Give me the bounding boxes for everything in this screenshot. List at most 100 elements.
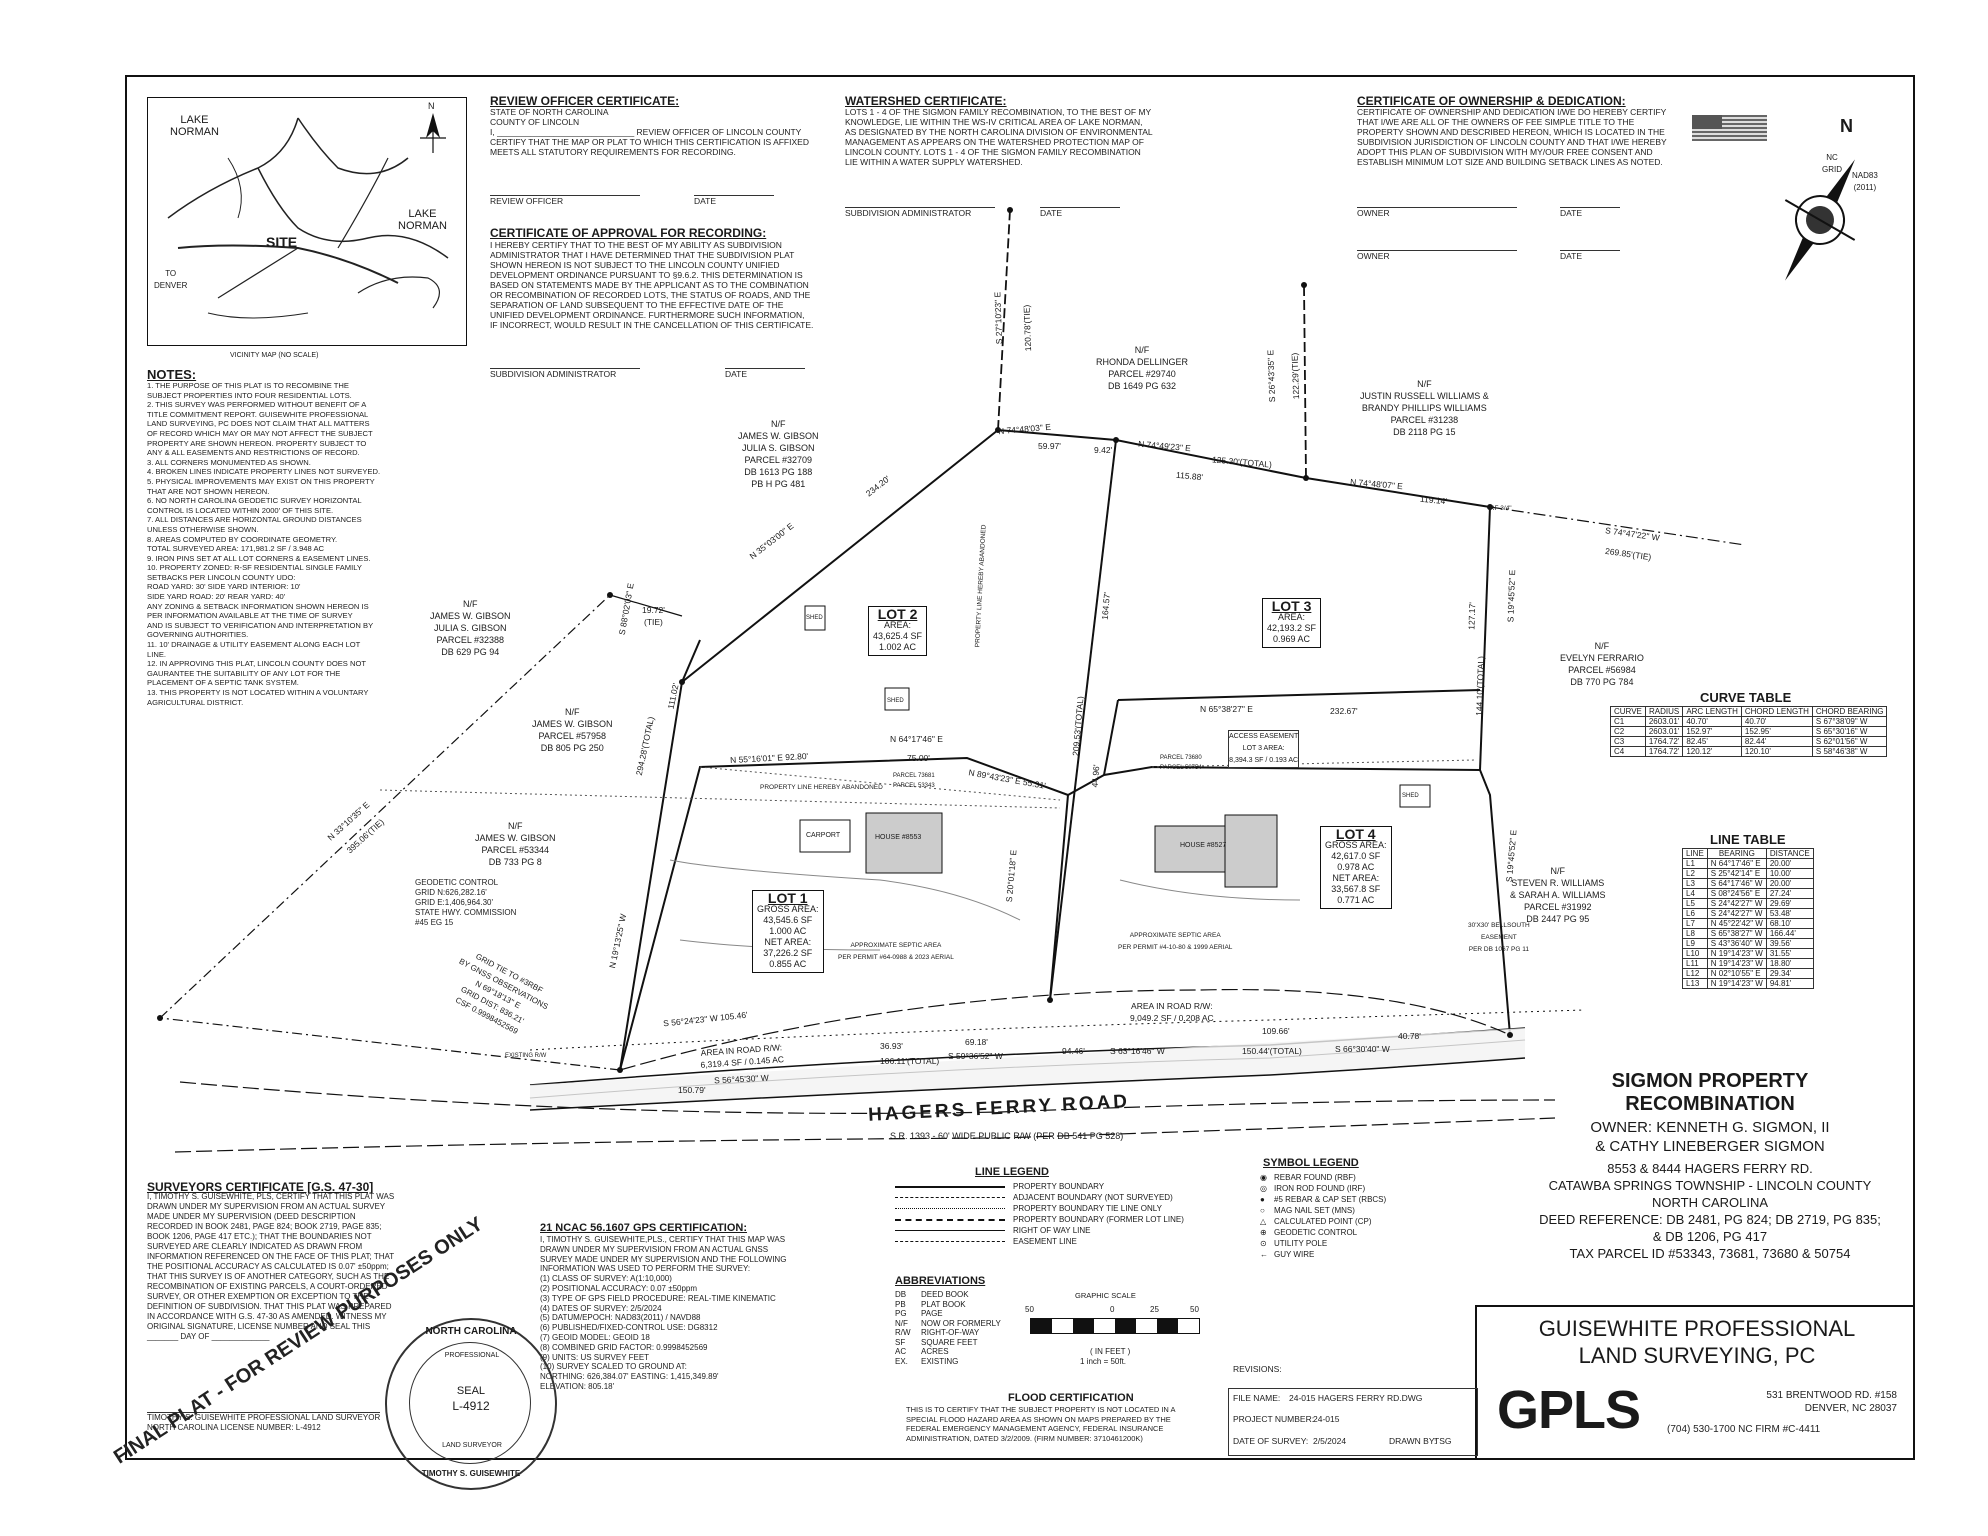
distance-label: 75.00' — [907, 753, 930, 763]
symbol-legend-label: CALCULATED POINT (CP) — [1274, 1217, 1372, 1226]
abbreviation-meaning: ACRES — [921, 1347, 949, 1356]
bellsouth-easement: 30'X30' BELLSOUTH EASEMENT PER DB 1067 P… — [1468, 922, 1530, 953]
nc-grid-label: NC GRID — [1822, 153, 1842, 174]
line-table-cell: S 65°38'27" W — [1706, 928, 1767, 939]
parcel-73680: PARCEL 73680 — [1160, 755, 1202, 761]
lot-1-area: GROSS AREA: 43,545.6 SF 1.000 AC NET ARE… — [757, 904, 819, 969]
curve-table-cell: 2603.01' — [1644, 726, 1684, 737]
neighbor-gibson-32709: N/F JAMES W. GIBSON JULIA S. GIBSON PARC… — [738, 419, 819, 489]
symbol-legend-item: ⊕GEODETIC CONTROL — [1260, 1228, 1357, 1237]
lake-norman-label-1: LAKE NORMAN — [170, 114, 219, 138]
neighbor-gibson-53344: N/F JAMES W. GIBSON PARCEL #53344 DB 733… — [475, 821, 556, 867]
lot-2-area: AREA: 43,625.4 SF 1.002 AC — [873, 620, 923, 652]
distance-label: 44.96' — [1089, 764, 1102, 788]
shed-label: SHED — [887, 698, 904, 704]
flag-icon — [1692, 115, 1767, 141]
firm-name: GUISEWHITE PROFESSIONAL LAND SURVEYING, … — [1538, 1316, 1856, 1368]
line-swatch-icon — [895, 1230, 1005, 1232]
symbol-icon: ← — [1260, 1250, 1268, 1259]
abbreviation-code: EX. — [895, 1356, 908, 1366]
revisions-label: REVISIONS: — [1233, 1364, 1282, 1374]
date-of-survey-label: DATE OF SURVEY: — [1233, 1436, 1309, 1446]
drawn-by-label: DRAWN BY: — [1389, 1436, 1437, 1446]
file-info-block: FILE NAME: 24-015 HAGERS FERRY RD.DWG PR… — [1228, 1388, 1478, 1456]
distance-label: 59.97' — [1038, 441, 1061, 451]
line-table-cell: 27.24' — [1765, 888, 1814, 899]
symbol-legend-item: ← GUY WIRE — [1260, 1250, 1314, 1259]
line-table-cell: 94.81' — [1765, 978, 1814, 989]
abbreviation-code: PG — [895, 1309, 907, 1318]
surveyor-seal: NORTH CAROLINA PROFESSIONAL SEAL L-4912 … — [385, 1318, 557, 1490]
abbreviation-meaning: DEED BOOK — [921, 1290, 969, 1299]
curve-table-header: CHORD LENGTH — [1740, 706, 1813, 717]
vicinity-map: LAKE NORMAN LAKE NORMAN SITE TO DENVER N — [147, 97, 467, 346]
graphic-scale-bar — [1030, 1318, 1200, 1334]
seal-state: NORTH CAROLINA — [425, 1326, 517, 1337]
abbreviation-meaning: PLAT BOOK — [921, 1299, 966, 1309]
ownership-date-2: DATE — [1560, 250, 1620, 261]
file-name-value: 24-015 HAGERS FERRY RD.DWG — [1289, 1393, 1423, 1403]
symbol-icon: ⊙ — [1260, 1239, 1267, 1248]
parcel-73681: PARCEL 73681 — [893, 773, 935, 779]
date-of-survey-value: 2/5/2024 — [1313, 1436, 1347, 1446]
carport-label: CARPORT — [806, 832, 841, 839]
bearing-label: S 63°16'46" W — [1110, 1046, 1165, 1056]
line-table-cell: 10.00' — [1765, 868, 1814, 879]
neighbor-ferrario: N/F EVELYN FERRARIO PARCEL #56984 DB 770… — [1560, 641, 1644, 687]
bearing-label: S 66°30'40" W — [1335, 1044, 1390, 1054]
lot-2-name: LOT 2 — [877, 606, 918, 622]
symbol-legend-label: #5 REBAR & CAP SET (RBCS) — [1274, 1195, 1387, 1204]
symbol-legend-item: ●#5 REBAR & CAP SET (RBCS) — [1260, 1195, 1386, 1204]
line-table-cell: 68.10' — [1765, 918, 1814, 929]
neighbor-dellinger: N/F RHONDA DELLINGER PARCEL #29740 DB 16… — [1096, 345, 1189, 391]
line-legend-label: EASEMENT LINE — [1013, 1237, 1077, 1246]
line-legend-item: PROPERTY BOUNDARY — [895, 1182, 1104, 1191]
firm-logo: GPLS — [1497, 1380, 1641, 1440]
line-legend-label: ADJACENT BOUNDARY (NOT SURVEYED) — [1013, 1193, 1173, 1202]
distance-label: 127.17' — [1466, 602, 1478, 630]
surveyor-cert-title: SURVEYORS CERTIFICATE [G.S. 47-30] — [147, 1180, 374, 1194]
scale-ratio: 1 inch = 50ft. — [1080, 1357, 1127, 1366]
abbreviation-meaning: SQUARE FEET — [921, 1337, 978, 1347]
abbreviation-code: DB — [895, 1290, 907, 1299]
abbreviation-code: PB — [895, 1299, 906, 1309]
north-arrow-icon: N NC GRID NAD83 (2011) — [1760, 117, 1890, 300]
line-legend-title: LINE LEGEND — [975, 1166, 1049, 1178]
symbol-legend-label: IRON ROD FOUND (IRF) — [1274, 1184, 1366, 1193]
approval-date: DATE — [725, 368, 805, 379]
line-table-title: LINE TABLE — [1710, 832, 1786, 847]
plat-sheet — [125, 75, 1915, 1460]
abbreviation-code: SF — [895, 1337, 906, 1347]
owner-names: OWNER: KENNETH G. SIGMON, II & CATHY LIN… — [1590, 1119, 1830, 1155]
line-table-cell: L9 — [1682, 938, 1708, 949]
distance-label: 69.18' — [965, 1037, 988, 1047]
neighbor-gibson-32388: N/F JAMES W. GIBSON JULIA S. GIBSON PARC… — [430, 599, 511, 657]
approval-body: I HEREBY CERTIFY THAT TO THE BEST OF MY … — [490, 240, 814, 330]
symbol-icon: ○ — [1260, 1206, 1265, 1215]
project-number-value: 24-015 — [1313, 1414, 1340, 1424]
gps-cert-body: I, TIMOTHY S. GUISEWHITE,PLS., CERTIFY T… — [540, 1235, 787, 1391]
line-table-cell: L12 — [1682, 968, 1708, 979]
lot-3-area: AREA: 42,193.2 SF 0.969 AC — [1267, 612, 1317, 644]
symbol-legend-label: GUY WIRE — [1274, 1250, 1315, 1259]
firm-address: 531 BRENTWOOD RD. #158 DENVER, NC 28037 — [1766, 1390, 1897, 1414]
existing-rw-label: EXISTING R/W — [505, 1053, 547, 1059]
abbreviation-code: R/W — [895, 1328, 911, 1337]
scale-tick: 50 — [1190, 1305, 1199, 1314]
neighbor-williams-steven: N/F STEVEN R. WILLIAMS & SARAH A. WILLIA… — [1510, 866, 1606, 924]
septic-area-2: APPROXIMATE SEPTIC AREA PER PERMIT #4-10… — [1118, 932, 1233, 951]
seal-land-surveyor: LAND SURVEYOR — [442, 1442, 502, 1449]
watershed-title: WATERSHED CERTIFICATE: — [845, 94, 1007, 108]
flood-title: FLOOD CERTIFICATION — [1008, 1392, 1134, 1404]
line-table-cell: L8 — [1682, 928, 1708, 939]
